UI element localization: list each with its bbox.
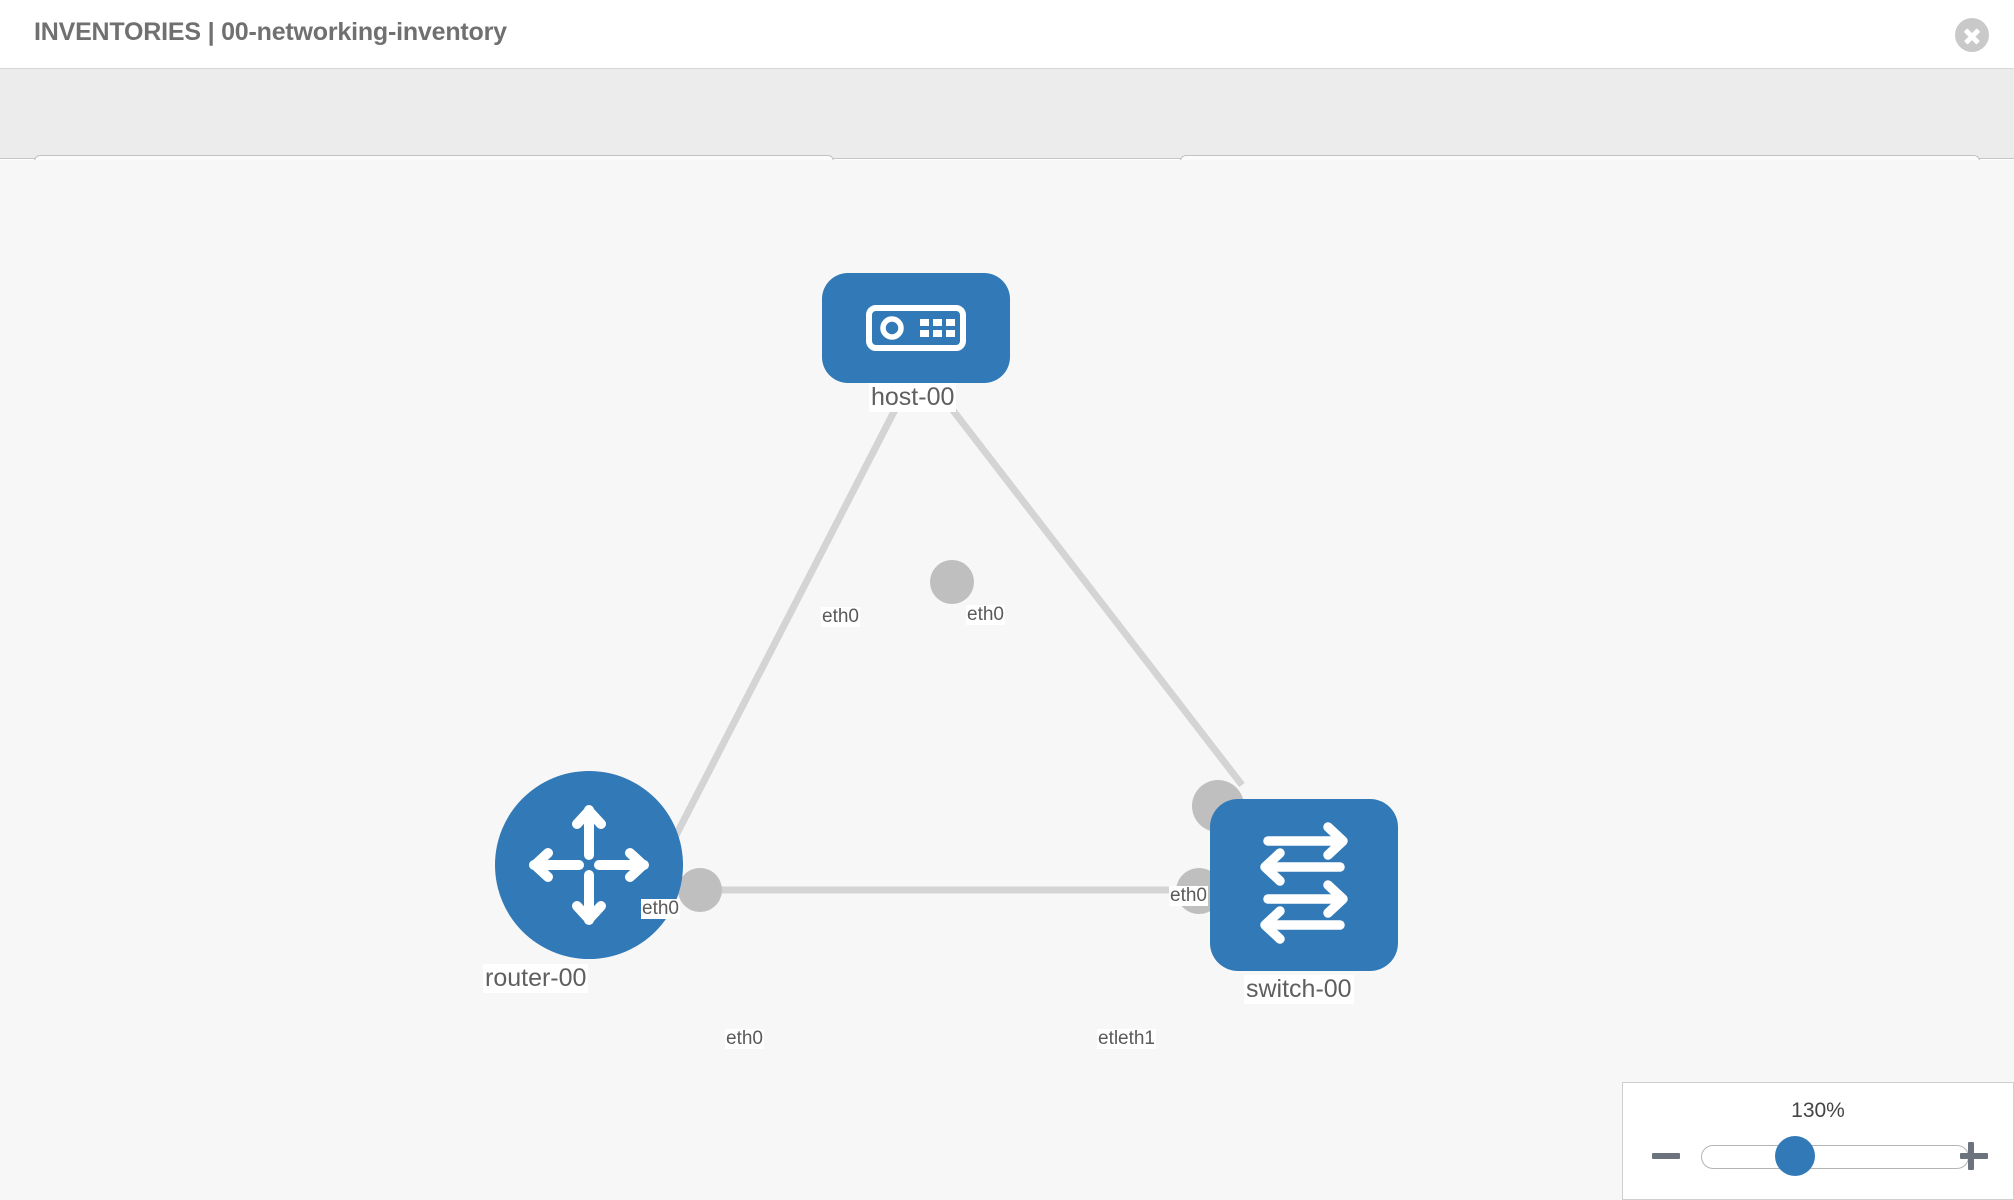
port-router-east[interactable] (678, 868, 722, 912)
zoom-out-button[interactable] (1649, 1139, 1683, 1173)
iface-label-switch-west-b: eth1 (1117, 1028, 1156, 1049)
edge-router-host (648, 398, 904, 884)
zoom-slider-track[interactable] (1701, 1145, 1969, 1169)
iface-label-switch-up: eth0 (1169, 885, 1208, 906)
server-icon (866, 305, 966, 351)
minus-icon (1652, 1153, 1680, 1159)
zoom-control-panel: 130% (1622, 1082, 2014, 1200)
iface-label-host-right: eth0 (966, 604, 1005, 625)
page-header: INVENTORIES | 00-networking-inventory (0, 0, 2014, 69)
plus-icon-vertical (1968, 1142, 1974, 1170)
switch-icon (1260, 822, 1348, 944)
zoom-level-value: 130% (1791, 1099, 1845, 1122)
host-node-shape (822, 273, 1010, 383)
iface-label-router-east: eth0 (725, 1028, 764, 1049)
iface-label-host-left: eth0 (821, 606, 860, 627)
port-host-south[interactable] (930, 560, 974, 604)
plus-icon-horizontal (1960, 1153, 1988, 1159)
node-label-host-00: host-00 (869, 383, 957, 412)
switch-node-shape (1210, 799, 1398, 971)
zoom-slider-thumb[interactable] (1775, 1136, 1815, 1176)
close-icon[interactable] (1955, 18, 1989, 52)
node-label-router-00: router-00 (483, 964, 589, 993)
node-label-switch-00: switch-00 (1244, 975, 1354, 1004)
router-node-shape (495, 771, 683, 959)
edge-host-switch (942, 397, 1245, 788)
toolbar: ACTIONS SEARCH (0, 69, 2014, 207)
page-title: INVENTORIES | 00-networking-inventory (34, 18, 507, 46)
topology-edges (648, 397, 1245, 894)
topology-canvas[interactable]: host-00 router-00 (0, 160, 2014, 1200)
router-icon (529, 805, 649, 925)
iface-label-router-up: eth0 (641, 898, 680, 919)
zoom-in-button[interactable] (1957, 1139, 1991, 1173)
